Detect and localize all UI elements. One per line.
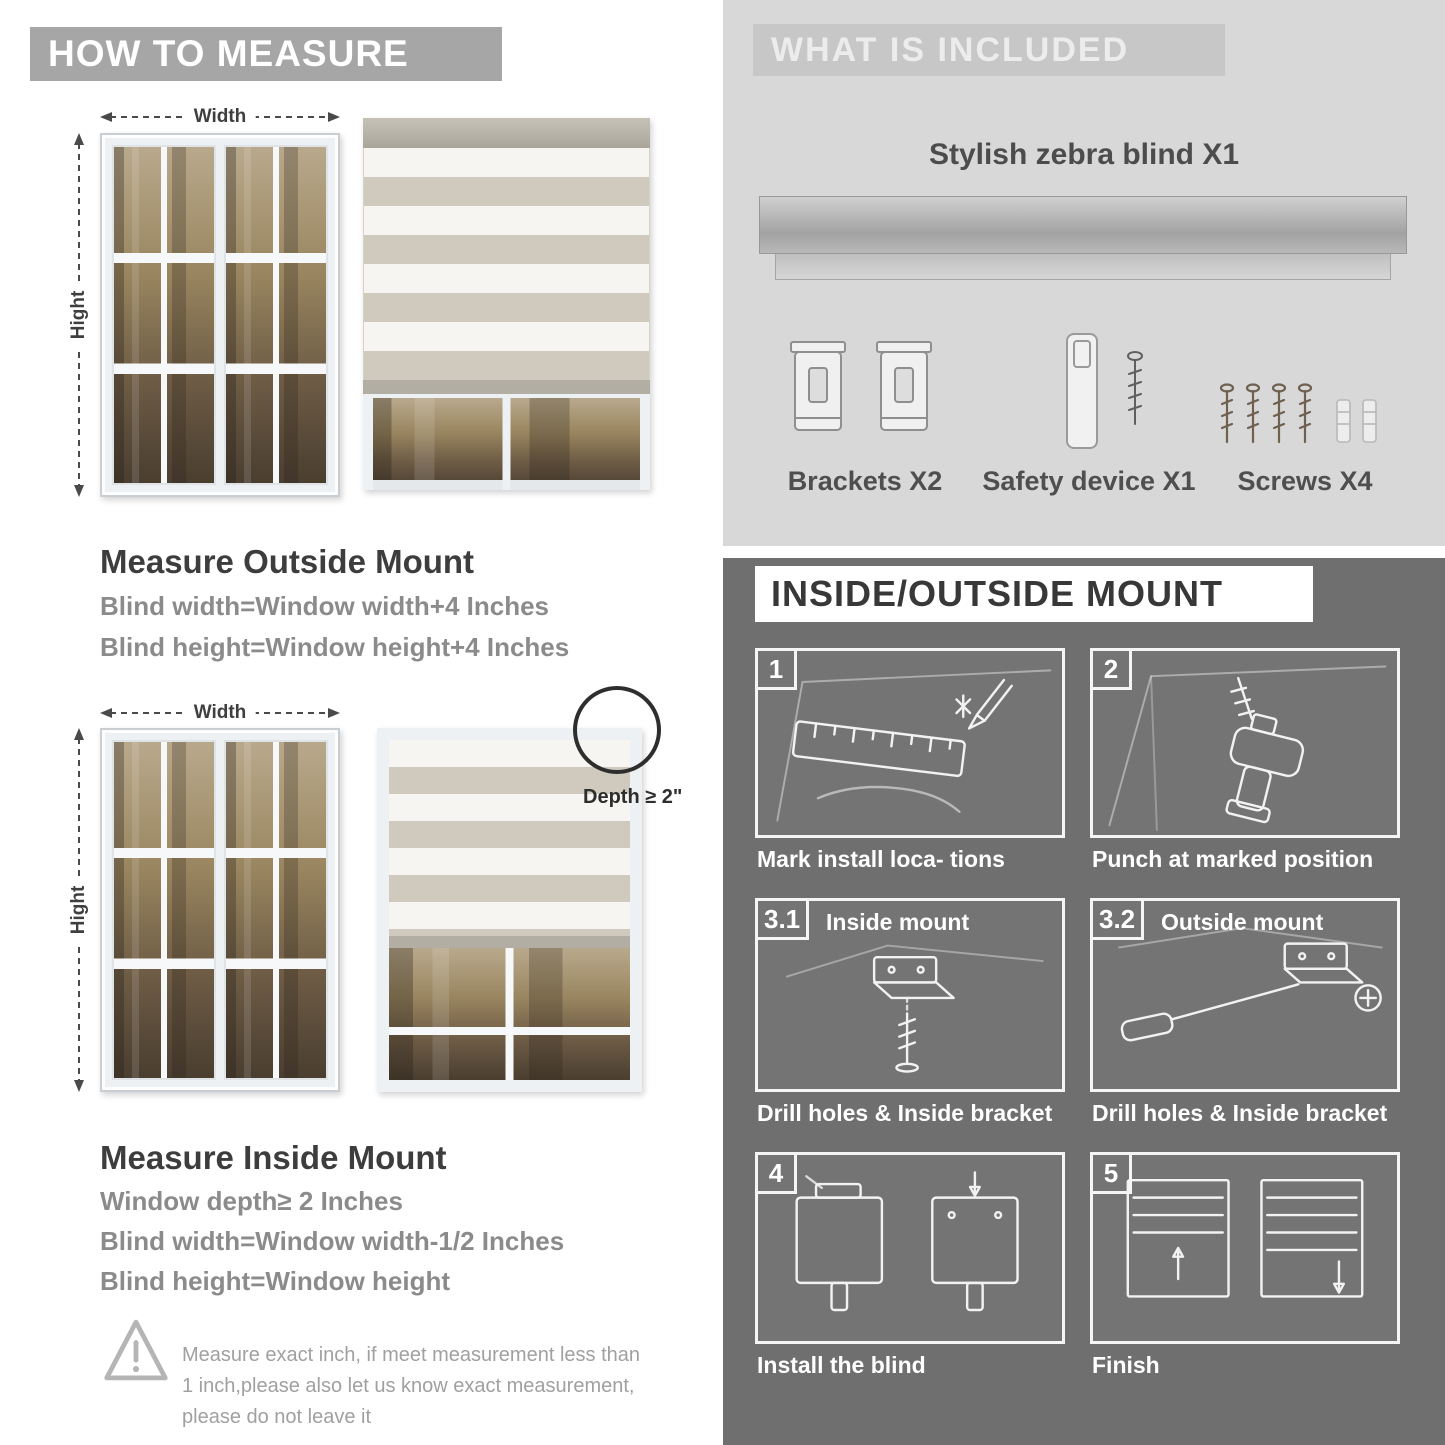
outside-mount-line: Blind width=Window width+4 Inches bbox=[100, 591, 549, 621]
headrail-bottom-illustration bbox=[775, 254, 1391, 280]
depth-callout-circle bbox=[573, 686, 661, 774]
inside-mount-line: Blind height=Window height bbox=[100, 1266, 450, 1296]
depth-label: Depth ≥ 2" bbox=[583, 786, 683, 808]
inside-mount-line: Window depth≥ 2 Inches bbox=[100, 1186, 403, 1216]
width-arrow-inside: Width bbox=[100, 702, 340, 724]
width-label: Width bbox=[184, 702, 256, 724]
step-panel-3-2: 3.2 Outside mount bbox=[1090, 898, 1400, 1092]
finish-illustration bbox=[1126, 1178, 1364, 1298]
step-caption: Punch at marked position bbox=[1092, 846, 1374, 872]
measurement-warning-text: Measure exact inch, if meet measurement … bbox=[182, 1344, 640, 1428]
safety-device-label: Safety device X1 bbox=[982, 466, 1196, 496]
brackets-icon bbox=[790, 341, 932, 431]
step-number: 1 bbox=[755, 648, 797, 690]
step-title: Inside mount bbox=[826, 909, 970, 935]
step-panel-5: 5 bbox=[1090, 1152, 1400, 1344]
height-arrow-outside: Hight bbox=[68, 133, 90, 497]
window-lower-part bbox=[363, 394, 650, 490]
blind-headrail bbox=[363, 118, 650, 148]
brackets-label: Brackets X2 bbox=[787, 466, 943, 496]
window-sash bbox=[224, 145, 328, 485]
height-arrow-inside: Hight bbox=[68, 728, 90, 1092]
outside-bracket-illustration bbox=[1118, 927, 1383, 1042]
width-arrow-outside: Width bbox=[100, 106, 340, 128]
mount-instructions-section: INSIDE/OUTSIDE MOUNT bbox=[723, 558, 1445, 1445]
window-sash bbox=[224, 740, 328, 1080]
mount-header: INSIDE/OUTSIDE MOUNT bbox=[755, 566, 1313, 622]
blind-quantity-label: Stylish zebra blind X1 bbox=[928, 138, 1240, 171]
mark-location-illustration bbox=[776, 669, 1052, 822]
step-title: Outside mount bbox=[1161, 909, 1324, 935]
step-panel-1: 1 bbox=[755, 648, 1065, 838]
window-lower-part bbox=[389, 948, 630, 1080]
what-is-included-title: WHAT IS INCLUDED bbox=[771, 30, 1130, 69]
outside-mount-line: Blind height=Window height+4 Inches bbox=[100, 632, 570, 662]
step-panel-2: 2 bbox=[1090, 648, 1400, 838]
step-number: 2 bbox=[1090, 648, 1132, 690]
how-to-measure-header: HOW TO MEASURE bbox=[30, 27, 502, 81]
safety-device-icon bbox=[1066, 333, 1143, 449]
double-arrow-icon bbox=[74, 133, 84, 497]
install-blind-illustration bbox=[795, 1171, 1019, 1312]
screws-icon bbox=[1219, 383, 1377, 444]
blind-bottom-rail bbox=[363, 380, 650, 394]
blind-bottom-rail bbox=[389, 936, 630, 948]
step-panel-4: 4 bbox=[755, 1152, 1065, 1344]
height-label: Hight bbox=[68, 281, 90, 349]
width-label: Width bbox=[184, 106, 256, 128]
step-panel-3-1: 3.1 Inside mount bbox=[755, 898, 1065, 1092]
outside-mount-title: Measure Outside Mount bbox=[100, 543, 475, 581]
what-is-included-section: WHAT IS INCLUDED Stylish zebra blind X1 bbox=[723, 0, 1445, 546]
zebra-blind-outside-mount-illustration bbox=[363, 118, 650, 490]
step-caption: Drill holes & Inside bracket bbox=[1092, 1100, 1388, 1126]
what-is-included-header: WHAT IS INCLUDED bbox=[753, 24, 1225, 76]
warning-triangle-icon bbox=[102, 1312, 170, 1393]
step-number: 4 bbox=[755, 1152, 797, 1194]
step-caption: Install the blind bbox=[757, 1352, 926, 1378]
step-caption: Finish bbox=[1092, 1352, 1160, 1378]
step-caption: Mark install loca- tions bbox=[757, 846, 1005, 872]
drill-illustration bbox=[1108, 665, 1387, 832]
window-sash bbox=[112, 145, 216, 485]
mount-title: INSIDE/OUTSIDE MOUNT bbox=[771, 573, 1224, 614]
inside-bracket-illustration bbox=[785, 944, 1044, 1073]
zebra-blind-inside-mount-illustration bbox=[377, 728, 642, 1092]
how-to-measure-title: HOW TO MEASURE bbox=[48, 33, 409, 74]
inside-mount-line: Blind width=Window width-1/2 Inches bbox=[100, 1226, 565, 1256]
step-number: 3.1 bbox=[755, 898, 810, 940]
window-sash bbox=[112, 740, 216, 1080]
blind-stripes bbox=[389, 740, 630, 936]
double-arrow-icon bbox=[74, 728, 84, 1092]
window-illustration-inside bbox=[100, 728, 340, 1092]
screws-label: Screws X4 bbox=[1237, 466, 1373, 496]
blind-stripes bbox=[363, 148, 650, 380]
step-number: 3.2 bbox=[1090, 898, 1145, 940]
inside-mount-title: Measure Inside Mount bbox=[100, 1139, 447, 1177]
step-number: 5 bbox=[1090, 1152, 1132, 1194]
headrail-illustration bbox=[759, 196, 1407, 254]
step-caption: Drill holes & Inside bracket bbox=[757, 1100, 1053, 1126]
height-label: Hight bbox=[68, 876, 90, 944]
window-illustration-outside bbox=[100, 133, 340, 497]
